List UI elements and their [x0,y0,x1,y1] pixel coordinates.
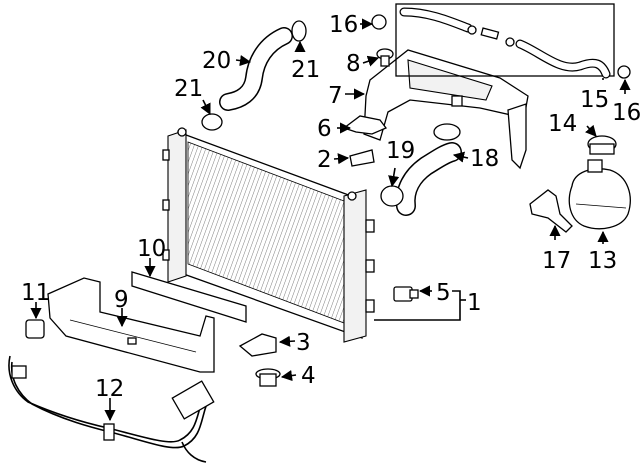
callout-6: 6 [317,116,332,142]
callout-labels: 1 2 3 4 5 6 7 8 9 10 11 12 13 14 15 16 1… [21,12,640,402]
reservoir-cap [587,135,617,155]
sensor [393,286,419,302]
bypass-hose [395,3,615,79]
hose-clamp [380,185,404,207]
hose-clamp [201,113,223,131]
bracket [342,115,388,135]
coolant-reservoir [568,159,631,230]
bumper [255,368,281,387]
callout-16-right: 16 [612,100,640,126]
callout-21-top: 21 [291,57,320,83]
callout-11: 11 [21,280,50,306]
reservoir-bracket [529,189,573,233]
sensor [25,319,45,339]
callout-21-left: 21 [174,76,203,102]
baffle [131,271,247,323]
callout-2: 2 [317,147,332,173]
wiring-harness [8,355,215,463]
hose-clamp [371,14,387,30]
hose-clamp [291,20,307,42]
callout-10: 10 [137,236,166,262]
callout-lines [30,18,631,422]
callout-4: 4 [301,363,316,389]
callout-19: 19 [386,138,415,164]
callout-20: 20 [202,48,231,74]
hose-clamp [433,123,461,141]
callout-14: 14 [548,111,577,137]
hose-clamp [617,65,631,79]
air-deflector [47,277,215,373]
radiator [162,127,375,343]
callout-5: 5 [436,280,451,306]
callout-12: 12 [95,376,124,402]
insulator [349,149,375,167]
callout-16-top: 16 [329,12,358,38]
callout-13: 13 [588,248,617,274]
callout-15: 15 [580,87,609,113]
callout-7: 7 [328,83,343,109]
callout-18: 18 [470,146,499,172]
callout-3: 3 [296,330,311,356]
callout-8: 8 [346,51,361,77]
radiator-support-upper [363,49,529,170]
clip [238,333,277,357]
callout-9: 9 [114,287,129,313]
callout-17: 17 [542,248,571,274]
bolt [376,48,394,67]
callout-1: 1 [467,290,482,316]
